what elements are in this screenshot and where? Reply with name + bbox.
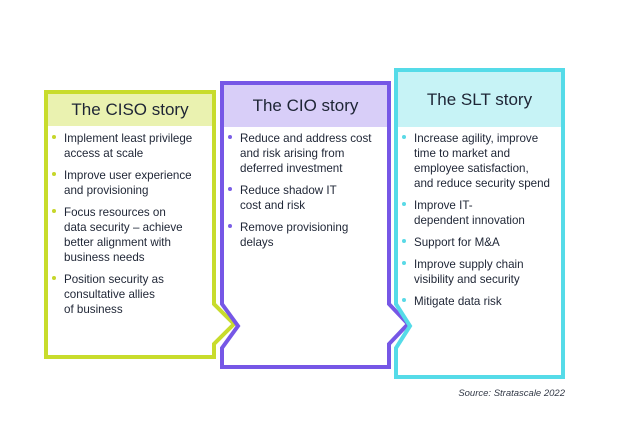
slt-header-fill	[396, 70, 563, 127]
slt-item: Support for M&A	[402, 235, 562, 250]
slt-title: The SLT story	[426, 89, 533, 109]
slt-item: Improve supply chain visibility and secu…	[402, 257, 562, 287]
cio-title: The CIO story	[252, 96, 359, 115]
slt-item: Mitigate data risk	[402, 294, 562, 309]
slt-item: Improve IT- dependent innovation	[402, 198, 562, 228]
slt-list: Increase agility, improve time to market…	[402, 131, 562, 316]
ciso-item: Improve user experience and provisioning	[52, 168, 212, 198]
source-note: Source: Stratascale 2022	[458, 388, 565, 399]
ciso-item: Implement least privilege access at scal…	[52, 131, 212, 161]
slt-panel-outline	[394, 68, 565, 379]
cio-panel-outline	[220, 81, 411, 369]
ciso-item: Position security as consultative allies…	[52, 272, 212, 317]
cio-list: Reduce and address cost and risk arising…	[228, 131, 388, 257]
ciso-item: Focus resources on data security – achie…	[52, 205, 212, 265]
slt-item: Increase agility, improve time to market…	[402, 131, 562, 191]
cio-header-fill	[222, 83, 389, 127]
ciso-panel-outline	[44, 90, 237, 359]
cio-item: Reduce and address cost and risk arising…	[228, 131, 388, 176]
cio-item: Remove provisioning delays	[228, 220, 388, 250]
ciso-title: The CISO story	[71, 100, 189, 119]
ciso-list: Implement least privilege access at scal…	[52, 131, 212, 324]
ciso-header-fill	[46, 92, 214, 126]
cio-item: Reduce shadow IT cost and risk	[228, 183, 388, 213]
